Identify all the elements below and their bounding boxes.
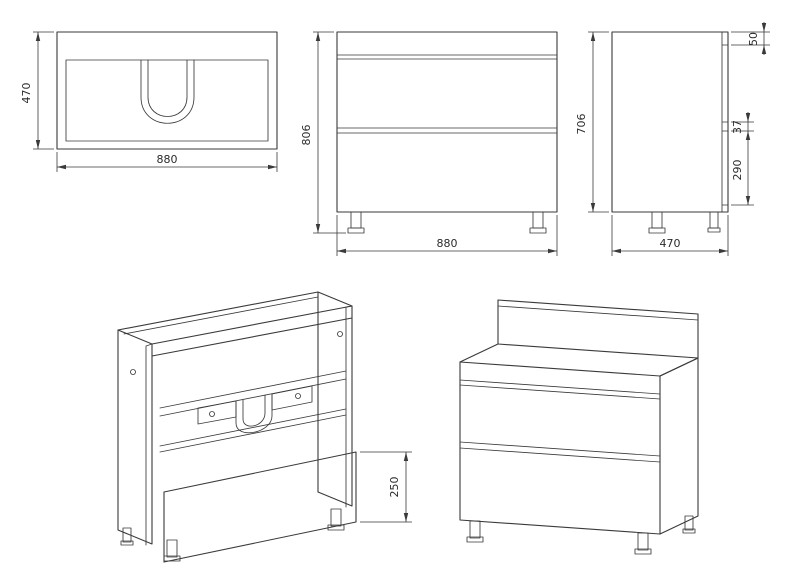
side-legs <box>648 211 721 234</box>
back-panel-line <box>721 31 729 213</box>
extension-lines <box>33 31 54 150</box>
back-panel-thickness <box>497 305 699 321</box>
dim-label-height: 806 <box>300 125 313 146</box>
dimension-bottom-drawer-290: 290 <box>731 131 754 206</box>
dimension-height-706: 706 <box>575 31 609 213</box>
back-panel <box>497 299 699 359</box>
cam-fitting <box>209 411 215 417</box>
right-side-panel <box>317 291 353 507</box>
leg-foot <box>682 528 696 534</box>
leg <box>122 527 132 543</box>
leg <box>684 515 694 531</box>
siphon-cutout-outer <box>235 393 273 434</box>
dim-label-width: 880 <box>437 237 458 250</box>
leg <box>709 211 719 229</box>
back-panel-top-edge <box>117 291 319 331</box>
isometric-open-view: 250 <box>117 291 412 563</box>
assembled-view-legs <box>466 515 696 555</box>
cabinet-inner-outline <box>65 59 269 142</box>
dimension-drawer-gap-37: 37 <box>731 112 754 134</box>
leg <box>532 211 544 229</box>
leg-foot <box>707 227 721 233</box>
front-face <box>459 361 661 535</box>
right-panel-edge <box>345 305 353 508</box>
left-panel-edge <box>145 343 153 546</box>
cam-fitting <box>130 369 136 375</box>
dim-label-bottom-drawer: 290 <box>731 160 744 181</box>
left-side-panel <box>117 329 153 545</box>
dimension-depth-470: 470 <box>20 31 54 150</box>
side-top-edges <box>459 343 699 377</box>
dimension-250: 250 <box>360 451 412 523</box>
extension-lines <box>588 31 609 213</box>
leg-foot <box>529 227 547 234</box>
cabinet-front-outline <box>336 31 558 213</box>
dim-label-drawer-front: 250 <box>388 477 401 498</box>
dim-label-top-gap: 50 <box>747 32 760 46</box>
leg-foot <box>634 548 652 555</box>
leg <box>637 532 649 551</box>
leg-foot <box>466 536 484 543</box>
leg <box>651 211 663 229</box>
dimension-depth-470-side: 470 <box>611 215 729 256</box>
sink-cutout <box>140 59 195 124</box>
cam-fitting <box>337 331 343 337</box>
open-view-legs <box>120 508 345 562</box>
siphon-cutout-inner <box>242 394 266 427</box>
leg <box>330 508 342 527</box>
drawer-division-lines <box>336 127 558 134</box>
leg <box>350 211 362 229</box>
countertop-outline <box>56 31 278 150</box>
drawer-support-rails <box>159 370 347 453</box>
bottom-drawer-front-hatched <box>163 451 357 563</box>
cabinet-side-outline <box>611 31 729 213</box>
leg-foot <box>163 555 181 562</box>
extension-lines <box>360 451 412 523</box>
leg-foot <box>327 524 345 531</box>
leg-foot <box>120 540 134 546</box>
front-top-stretcher <box>151 305 353 357</box>
dim-label-height: 706 <box>575 114 588 135</box>
dim-label-depth: 470 <box>660 237 681 250</box>
top-rail-lines <box>336 54 558 60</box>
right-side-panel <box>659 357 699 535</box>
right-bracket <box>271 385 313 411</box>
side-view: 706 470 50 37 290 <box>575 22 770 256</box>
top-rail-lines <box>459 379 661 400</box>
dim-label-depth: 470 <box>20 83 33 104</box>
dimension-top-gap-50: 50 <box>731 22 770 55</box>
drawer-division-lines <box>459 441 661 463</box>
leg <box>166 539 178 558</box>
dimension-width-880-front: 880 <box>336 215 558 256</box>
dimension-height-806: 806 <box>300 31 346 234</box>
front-view: 806 880 <box>300 31 558 256</box>
dim-label-width: 880 <box>157 153 178 166</box>
isometric-assembled-view <box>459 299 699 555</box>
cam-fitting <box>295 393 301 399</box>
leg <box>469 520 481 539</box>
dimension-width-880-top: 880 <box>56 152 278 172</box>
dim-label-drawer-gap: 37 <box>731 120 744 134</box>
back-panel-thickness <box>123 296 319 335</box>
left-bracket <box>197 400 237 425</box>
leg-foot <box>347 227 365 234</box>
top-view: 470 880 <box>20 31 278 172</box>
front-legs <box>347 211 547 234</box>
leg-foot <box>648 227 666 234</box>
